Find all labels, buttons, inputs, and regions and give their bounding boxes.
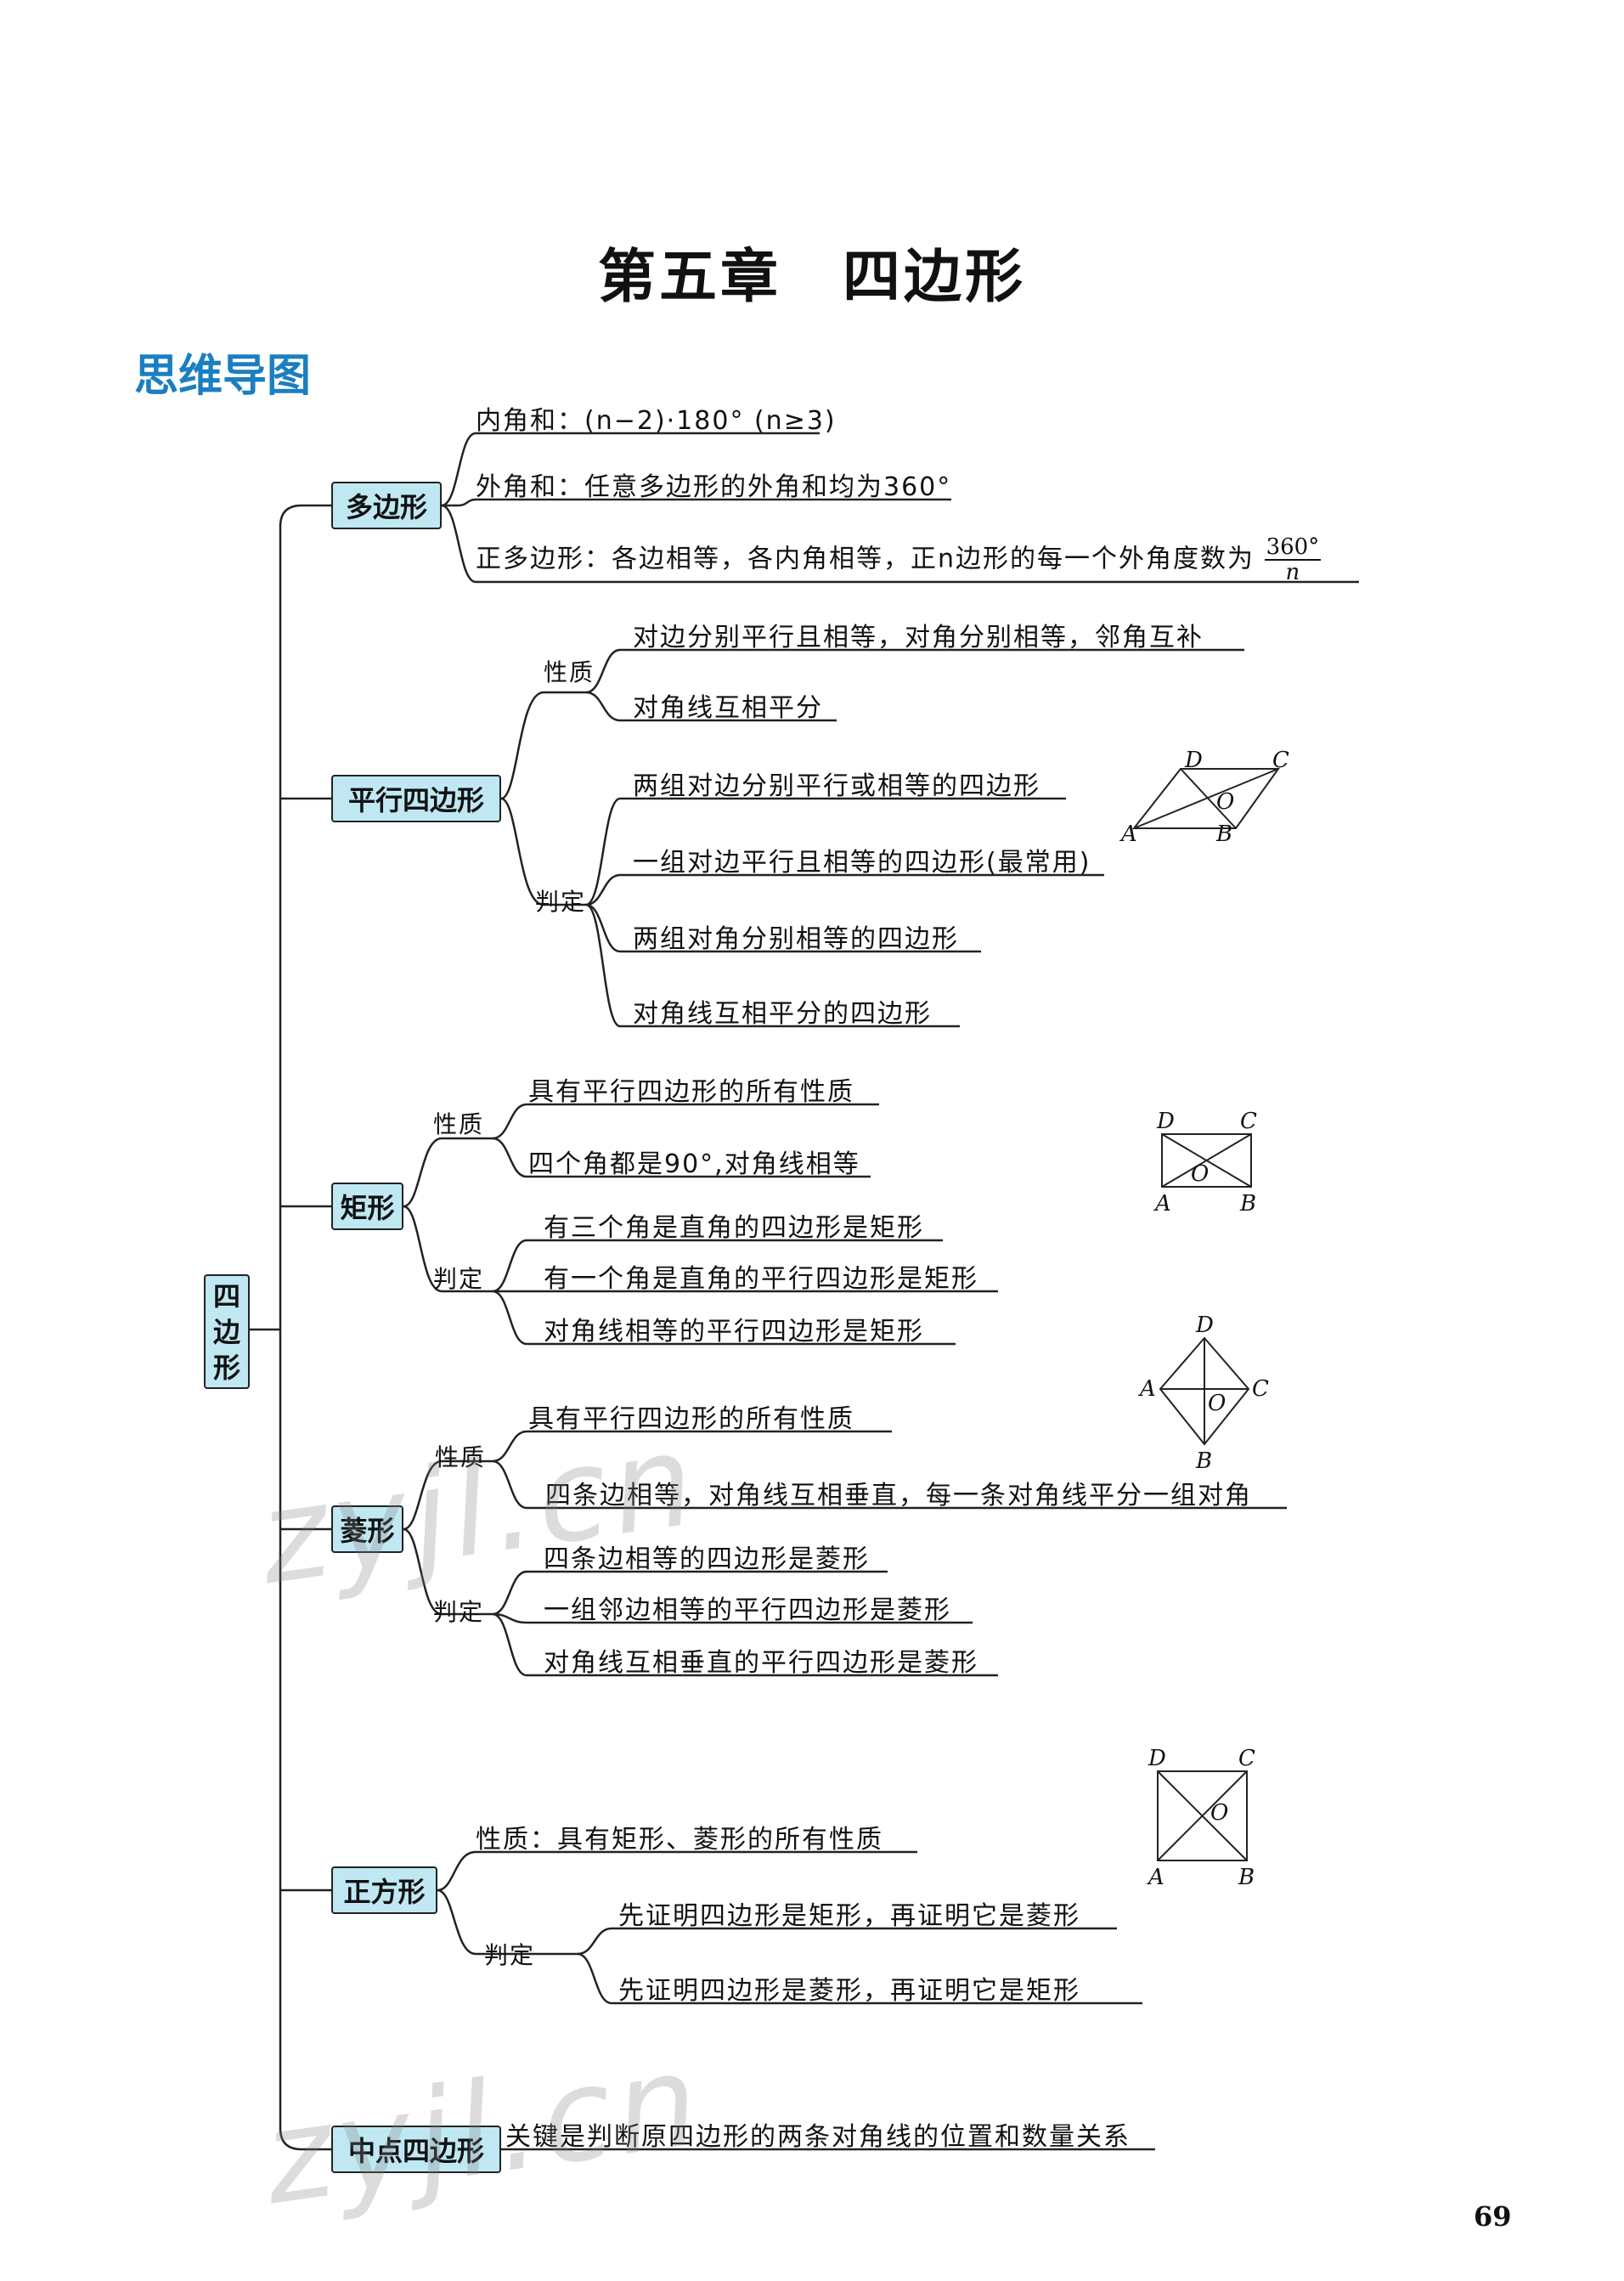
node-rectangle: 矩形 (331, 1183, 403, 1230)
fraction-denominator: n (1285, 560, 1300, 585)
sq-label-d: D (1148, 1746, 1166, 1771)
rectangle-judge-tag: 判定 (433, 1265, 485, 1293)
square-judge-tag: 判定 (484, 1941, 536, 1969)
fraction-numerator: 360° (1264, 534, 1322, 561)
pg-label-o: O (1216, 789, 1234, 815)
rhombus-prop-2: 四条边相等，对角线互相垂直，每一条对角线平分一组对角 (545, 1481, 1252, 1510)
rect-label-d: D (1156, 1109, 1175, 1134)
root-node: 四 边 形 (204, 1274, 250, 1389)
rectangle-prop-tag: 性质 (433, 1110, 485, 1138)
rectangle-prop-1: 具有平行四边形的所有性质 (528, 1077, 854, 1107)
node-polygon: 多边形 (331, 482, 442, 529)
rh-label-o: O (1208, 1391, 1226, 1416)
pg-label-c: C (1272, 748, 1289, 773)
sq-label-a: A (1147, 1865, 1164, 1890)
square-figure (1157, 1770, 1248, 1861)
node-parallelogram: 平行四边形 (331, 775, 501, 822)
node-rhombus: 菱形 (331, 1505, 403, 1553)
parallelogram-prop-tag: 性质 (544, 658, 595, 686)
rhombus-prop-tag: 性质 (435, 1443, 487, 1471)
sq-label-b: B (1238, 1865, 1255, 1890)
rhombus-figure (1159, 1336, 1250, 1446)
rh-label-c: C (1252, 1376, 1269, 1402)
section-title: 思维导图 (134, 351, 312, 402)
parallelogram-judge-1: 两组对边分别平行或相等的四边形 (633, 771, 1040, 801)
node-square: 正方形 (331, 1866, 437, 1914)
pg-label-d: D (1184, 748, 1203, 773)
midpoint-item: 关键是判断原四边形的两条对角线的位置和数量关系 (505, 2122, 1131, 2152)
pg-label-a: A (1119, 821, 1137, 847)
root-char-1: 四 (212, 1279, 240, 1313)
rhombus-judge-3: 对角线互相垂直的平行四边形是菱形 (544, 1648, 978, 1678)
square-judge-2: 先证明四边形是菱形，再证明它是矩形 (618, 1976, 1080, 2006)
sq-label-c: C (1238, 1746, 1255, 1771)
rect-label-c: C (1240, 1109, 1257, 1134)
rhombus-prop-1: 具有平行四边形的所有性质 (528, 1404, 854, 1434)
sq-label-o: O (1210, 1800, 1228, 1826)
root-char-2: 边 (212, 1315, 240, 1348)
rect-label-o: O (1191, 1161, 1209, 1187)
root-char-3: 形 (212, 1351, 240, 1384)
polygon-interior-angle: 内角和：(n−2)·180° (n≥3) (476, 406, 837, 436)
square-judge-1: 先证明四边形是矩形，再证明它是菱形 (618, 1901, 1080, 1931)
page-number: 69 (1474, 2200, 1512, 2233)
chapter-title: 第五章 四边形 (597, 243, 1026, 311)
rectangle-prop-2: 四个角都是90°,对角线相等 (528, 1149, 860, 1179)
square-prop: 性质：具有矩形、菱形的所有性质 (476, 1825, 883, 1855)
rect-label-b: B (1239, 1191, 1256, 1217)
polygon-exterior-angle: 外角和：任意多边形的外角和均为360° (476, 472, 952, 502)
rectangle-judge-3: 对角线相等的平行四边形是矩形 (544, 1317, 924, 1347)
rh-label-a: A (1138, 1376, 1156, 1402)
rh-label-d: D (1195, 1313, 1214, 1338)
pg-label-b: B (1215, 821, 1232, 847)
parallelogram-judge-4: 对角线互相平分的四边形 (633, 999, 932, 1029)
parallelogram-judge-2: 一组对边平行且相等的四边形(最常用) (633, 848, 1091, 878)
rect-label-a: A (1153, 1191, 1171, 1217)
rectangle-figure (1161, 1133, 1252, 1188)
parallelogram-judge-3: 两组对角分别相等的四边形 (633, 924, 959, 954)
rectangle-judge-1: 有三个角是直角的四边形是矩形 (544, 1213, 924, 1243)
node-midpoint-quadrilateral: 中点四边形 (331, 2126, 501, 2173)
fraction-360-over-n: 360° n (1264, 534, 1322, 585)
rhombus-judge-tag: 判定 (433, 1598, 485, 1626)
parallelogram-prop-2: 对角线互相平分 (633, 693, 823, 723)
rh-label-b: B (1195, 1448, 1212, 1474)
polygon-regular: 正多边形：各边相等，各内角相等，正n边形的每一个外角度数为 360° n (476, 534, 1322, 585)
parallelogram-prop-1: 对边分别平行且相等，对角分别相等，邻角互补 (633, 623, 1204, 652)
parallelogram-judge-tag: 判定 (535, 888, 587, 916)
parallelogram-figure (1131, 768, 1280, 829)
polygon-regular-text: 正多边形：各边相等，各内角相等，正n边形的每一个外角度数为 (476, 544, 1255, 574)
rhombus-judge-2: 一组邻边相等的平行四边形是菱形 (544, 1595, 951, 1625)
rectangle-judge-2: 有一个角是直角的平行四边形是矩形 (544, 1264, 978, 1294)
rhombus-judge-1: 四条边相等的四边形是菱形 (544, 1544, 870, 1574)
